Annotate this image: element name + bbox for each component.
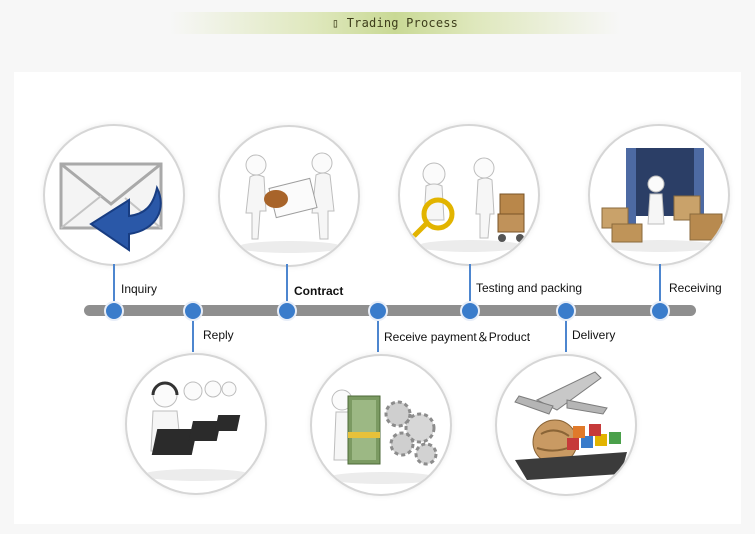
timeline-dot-contract xyxy=(277,301,297,321)
connector-delivery xyxy=(565,312,567,352)
connector-receiving xyxy=(659,264,661,310)
call-center-icon xyxy=(125,353,267,495)
timeline-dot-delivery xyxy=(556,301,576,321)
step-label-receiving: Receiving xyxy=(669,281,722,295)
timeline-dot-reply xyxy=(183,301,203,321)
contract-handshake-icon xyxy=(218,125,360,267)
timeline-dot-receive-payment xyxy=(368,301,388,321)
title-banner: ▯ Trading Process xyxy=(170,12,620,34)
timeline-dot-inquiry xyxy=(104,301,124,321)
connector-reply xyxy=(192,312,194,352)
timeline-dot-receiving xyxy=(650,301,670,321)
step-label-reply: Reply xyxy=(203,328,234,342)
step-label-inquiry: Inquiry xyxy=(121,282,158,296)
container-receiving-icon xyxy=(588,124,730,266)
envelope-reply-icon xyxy=(43,124,185,266)
step-label-testing: Testing and packing xyxy=(476,281,583,295)
money-gears-icon xyxy=(310,354,452,496)
connector-testing xyxy=(469,264,471,310)
delivery-plane-ship-icon xyxy=(495,354,637,496)
step-label-delivery: Delivery xyxy=(572,328,616,342)
testing-magnifier-icon xyxy=(398,124,540,266)
connector-inquiry xyxy=(113,264,115,310)
timeline-bar xyxy=(84,305,696,316)
step-label-receive-payment: Receive payment＆Product xyxy=(384,330,531,344)
connector-receive-payment xyxy=(377,312,379,352)
timeline-dot-testing xyxy=(460,301,480,321)
step-label-contract: Contract xyxy=(294,284,344,298)
page-title: ▯ Trading Process xyxy=(331,16,459,30)
connector-contract xyxy=(286,264,288,310)
